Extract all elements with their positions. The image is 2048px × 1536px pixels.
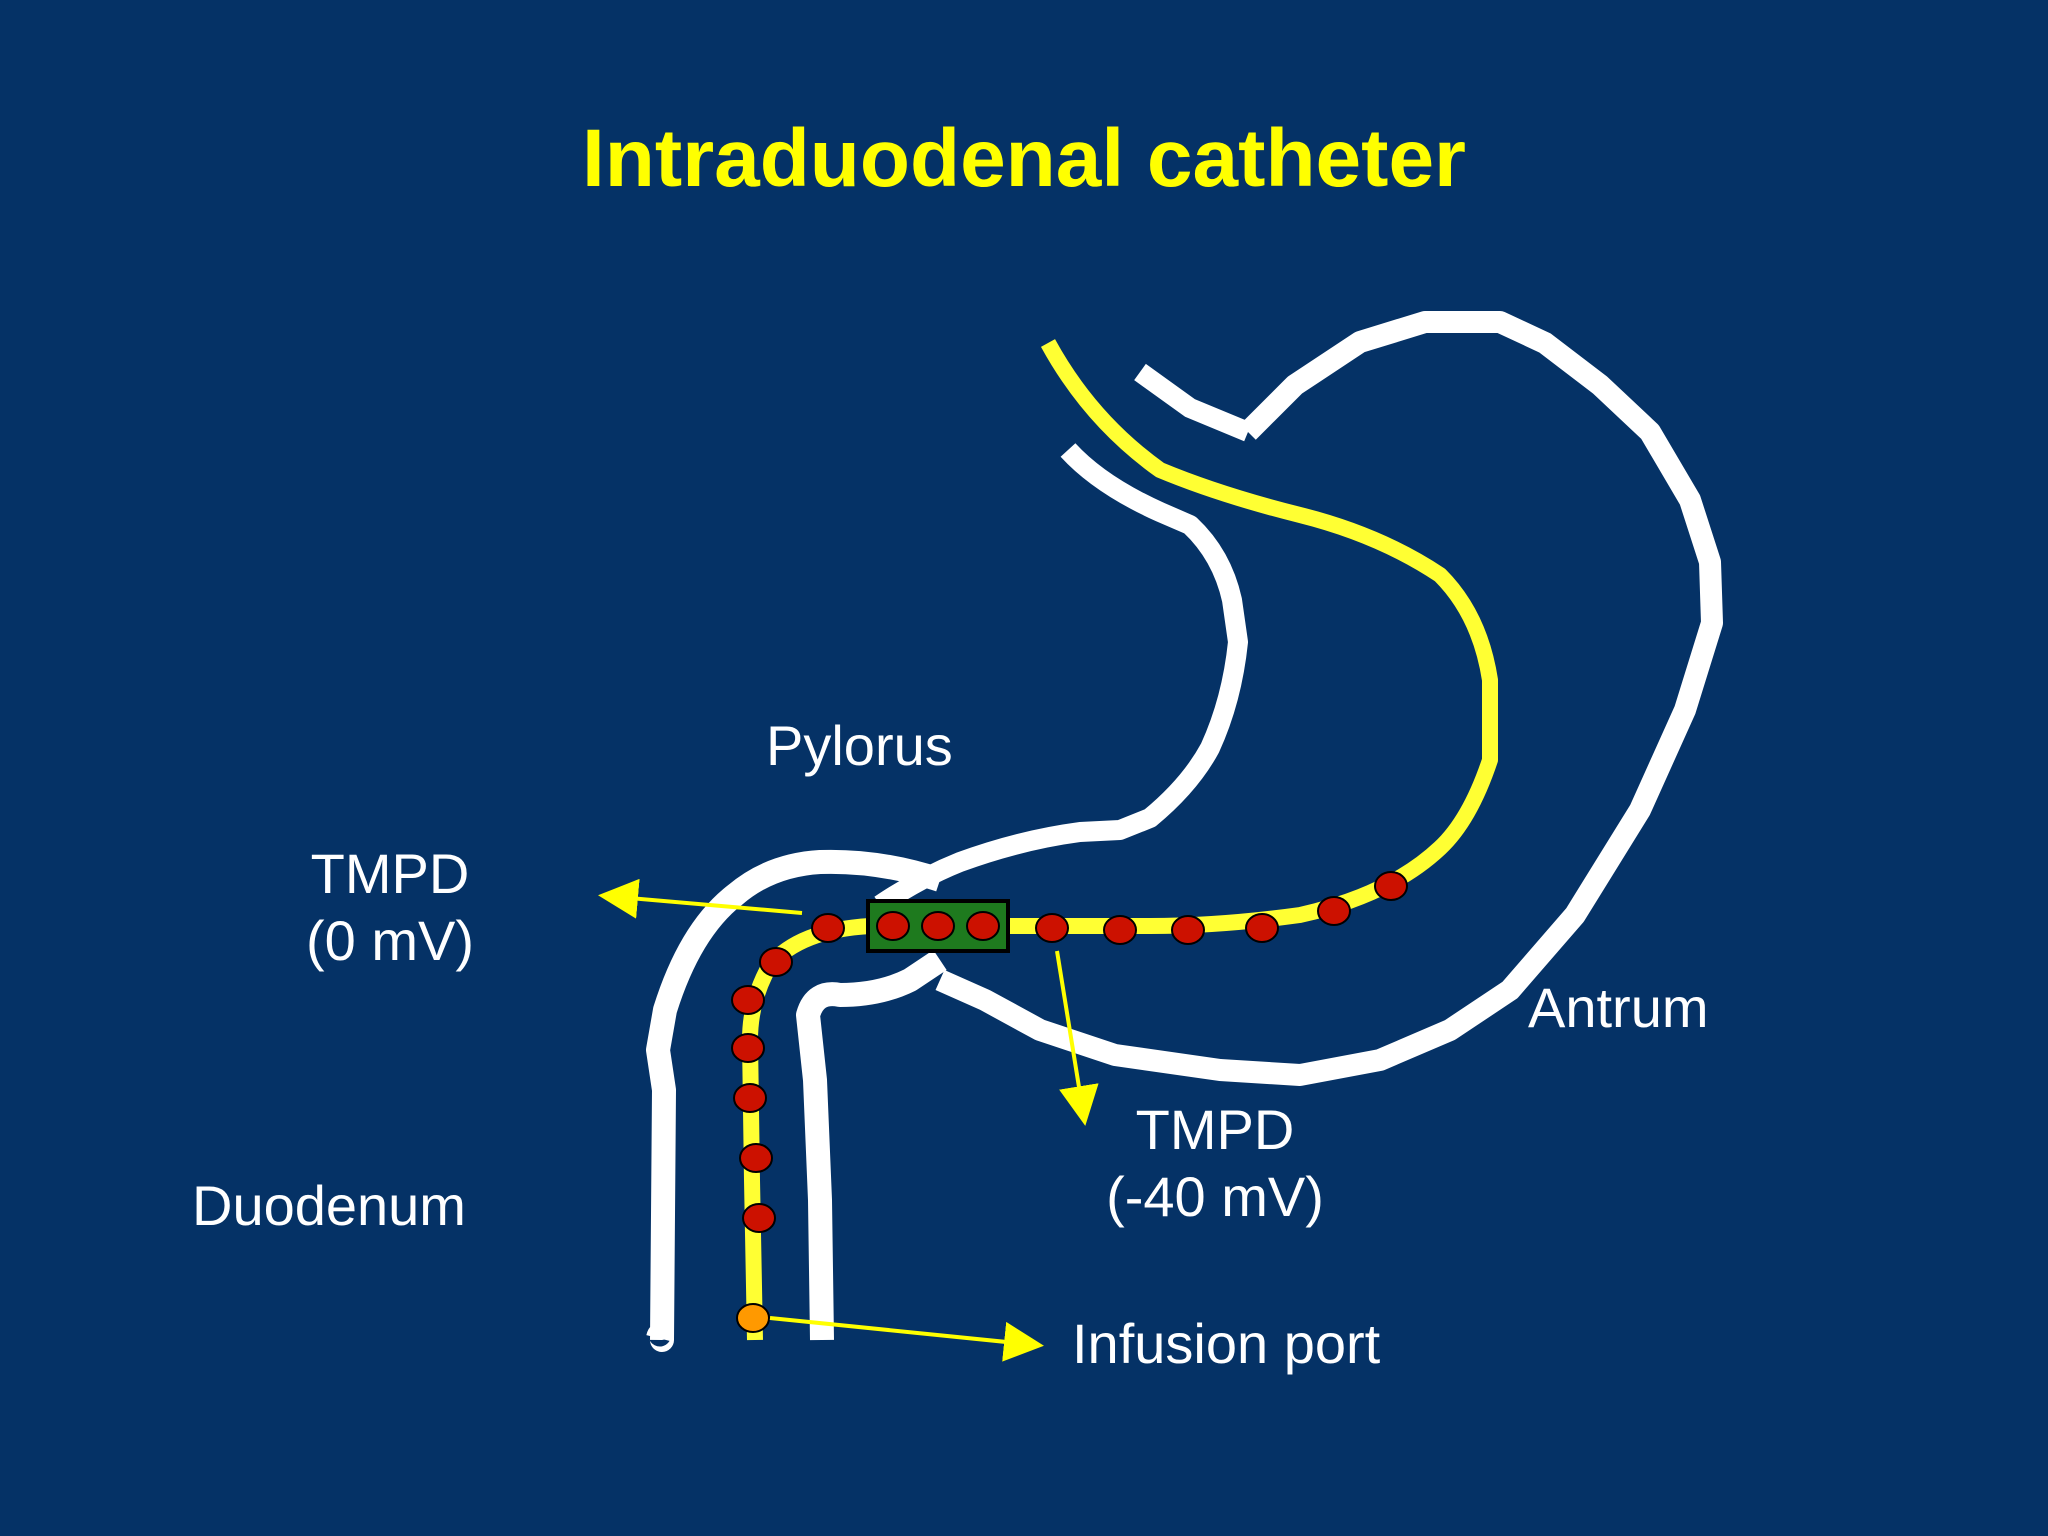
electrode-dot — [1374, 871, 1408, 901]
electrode-dot — [742, 1203, 776, 1233]
electrode-dot — [811, 913, 845, 943]
electrode-dot — [739, 1143, 773, 1173]
stomach-lesser-curvature-wall — [874, 443, 1248, 914]
antrum-label: Antrum — [1528, 976, 1709, 1039]
electrode-dot — [966, 911, 1000, 941]
electrode-dot — [1245, 913, 1279, 943]
tmpd-left-label: TMPD (0 mV) — [290, 840, 490, 974]
duodenum-label: Duodenum — [192, 1174, 466, 1237]
tmpd-left-label-line2: (0 mV) — [306, 909, 474, 973]
electrode-dot — [921, 911, 955, 941]
electrode-dot — [759, 947, 793, 977]
electrode-dot — [1171, 915, 1205, 945]
stomach-greater-curvature-wall — [935, 311, 1723, 1086]
electrode-dot — [1317, 896, 1351, 926]
pylorus-label: Pylorus — [766, 714, 953, 777]
tmpd-left-label-line1: TMPD — [310, 842, 470, 905]
electrode-dot — [731, 1033, 765, 1063]
slide-title: Intraduodenal catheter — [582, 113, 1466, 204]
tmpd-right-arrow — [1055, 950, 1099, 1126]
electrode-dot — [733, 1083, 767, 1113]
duodenum-outer-wall — [646, 849, 944, 1352]
tmpd-left-arrow — [598, 878, 803, 919]
electrode-dot — [731, 985, 765, 1015]
electrode-dot — [876, 911, 910, 941]
tmpd-right-label-line1: TMPD — [1135, 1098, 1295, 1161]
tmpd-right-label: TMPD (-40 mV) — [1090, 1096, 1340, 1230]
tmpd-right-label-line2: (-40 mV) — [1106, 1165, 1324, 1229]
infusion-port-arrow — [769, 1316, 1044, 1362]
infusion-port-dot — [736, 1303, 770, 1333]
infusion-port-label: Infusion port — [1072, 1312, 1381, 1375]
electrode-dot — [1035, 913, 1069, 943]
esophagus-outer-wall — [1134, 363, 1252, 442]
duodenum-inner-wall — [796, 950, 947, 1341]
electrode-dot — [1103, 915, 1137, 945]
